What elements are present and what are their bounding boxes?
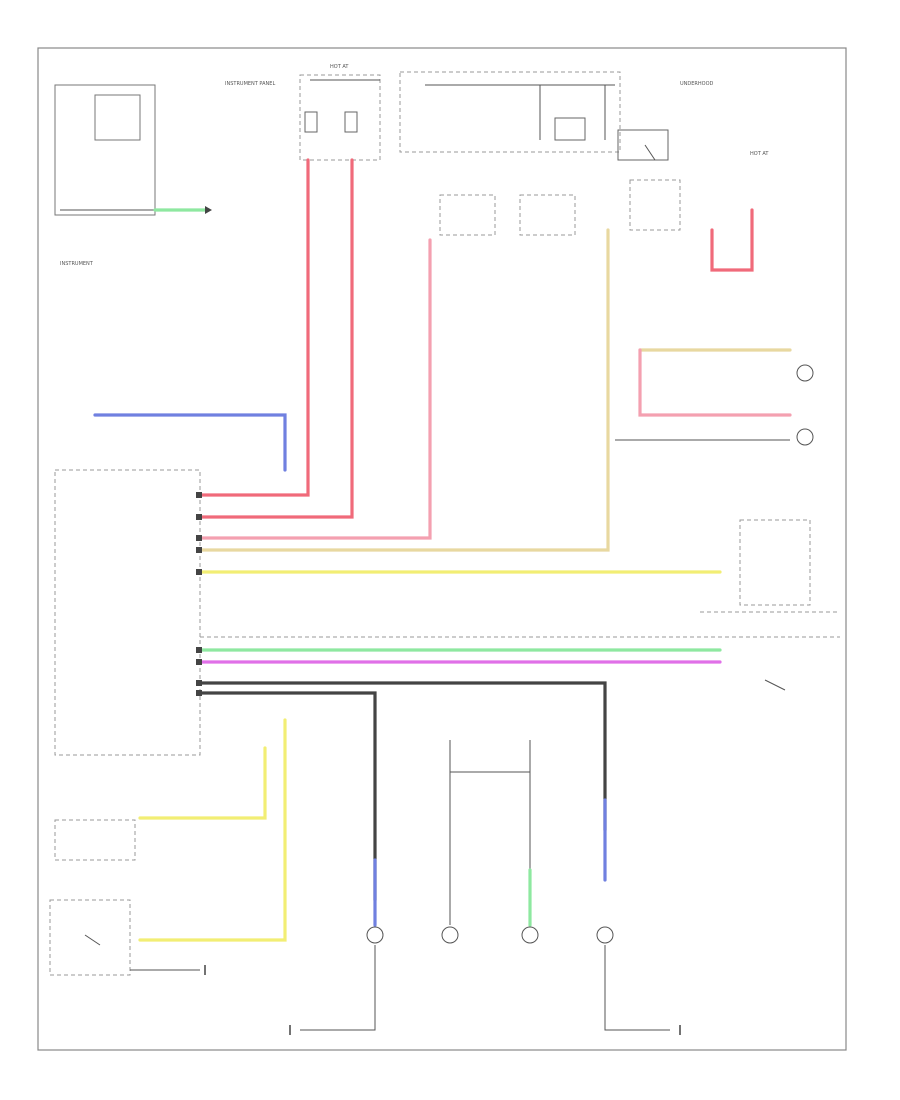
svg-text:INSTRUMENT: INSTRUMENT [60, 261, 94, 267]
svg-text:UNDERHOOD: UNDERHOOD [680, 81, 714, 87]
fuse-block: INSTRUMENT PANEL HOT AT [225, 64, 381, 161]
lamp-icon [366, 364, 814, 944]
underhood-fuse-block: UNDERHOOD HOT AT [399, 71, 769, 161]
diagram-frame [37, 47, 847, 1051]
relay-icon [554, 117, 586, 141]
connector-pins [196, 492, 202, 696]
switch-icon [84, 144, 786, 946]
ground-icon [204, 965, 681, 1035]
svg-text:INSTRUMENT PANEL: INSTRUMENT PANEL [225, 81, 275, 87]
svg-text:HOT AT: HOT AT [750, 151, 769, 157]
fuse-icon [304, 111, 318, 133]
svg-text:HOT AT: HOT AT [330, 64, 349, 70]
instrument-cluster-block: INSTRUMENT [54, 84, 212, 267]
